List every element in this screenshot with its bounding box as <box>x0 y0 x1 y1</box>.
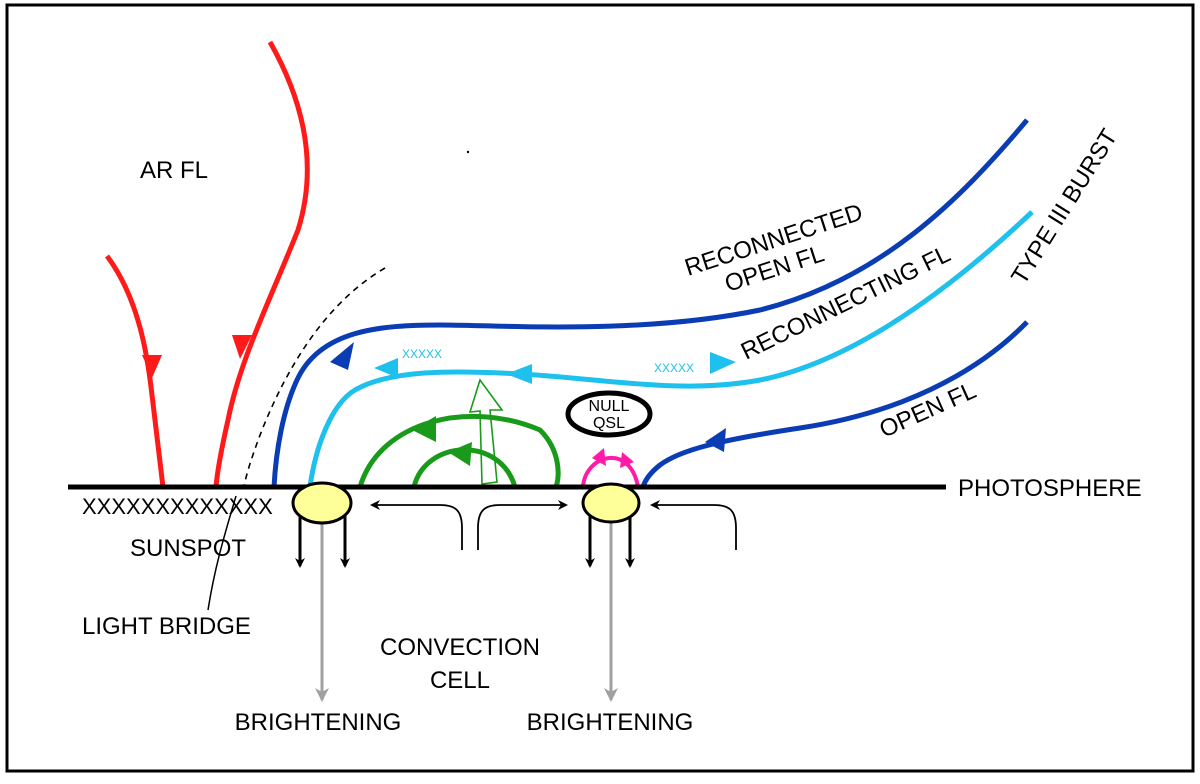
convection-label-line1: CONVECTION <box>380 634 540 661</box>
ar-fl-label: AR FL <box>140 157 208 184</box>
green-loop-outer-arrow <box>412 416 436 442</box>
ar-field-arrow-right <box>232 335 252 359</box>
ar-field-line-right <box>213 40 310 488</box>
sunspot-crosses: XXXXXXXXXXXXX <box>82 494 273 519</box>
brightening-label-left: BRIGHTENING <box>235 709 402 736</box>
green-loop-outer <box>357 413 561 488</box>
ar-field-line-left <box>104 254 166 488</box>
reconnecting-arrow-center <box>506 364 532 384</box>
dashed-separatrix <box>243 267 386 488</box>
type-iii-burst-label: TYPE III BURST <box>1006 124 1123 289</box>
hollow-upward-arrow <box>468 378 504 485</box>
footpoint-right <box>581 482 641 524</box>
convection-flow-left <box>370 500 463 550</box>
light-bridge-label: LIGHT BRIDGE <box>82 613 251 640</box>
reconnecting-arrow-left <box>374 358 398 378</box>
convection-flow-far-right <box>650 500 737 550</box>
open-field-line <box>640 320 1029 488</box>
null-small-loop <box>581 456 640 488</box>
reconnecting-arrow-right <box>710 352 736 374</box>
light-bridge-pointer <box>207 495 237 611</box>
ar-field-arrow-left <box>142 355 162 378</box>
open-field-arrow <box>705 428 726 452</box>
null-loop-arrow-left <box>592 448 606 466</box>
frame-border <box>5 3 1195 773</box>
null-label: NULL <box>589 398 630 415</box>
null-qsl-ellipse <box>565 390 653 438</box>
open-fl-label: OPEN FL <box>875 377 980 443</box>
qsl-label: QSL <box>593 415 625 432</box>
convection-label-line2: CELL <box>430 667 490 694</box>
sunspot-label: SUNSPOT <box>130 535 246 562</box>
green-loop-inner-arrow <box>448 442 472 466</box>
x-marks-right: XXXXX <box>654 361 694 375</box>
footpoint-left <box>291 481 353 525</box>
convection-flow-right <box>477 500 568 550</box>
x-marks-left: XXXXX <box>402 347 442 361</box>
stray-dot <box>466 150 470 154</box>
reconnected-field-arrow <box>330 342 354 370</box>
reconnected-open-field-line <box>271 118 1029 488</box>
photosphere-label: PHOTOSPHERE <box>958 475 1142 502</box>
reconnecting-field-line <box>307 210 1034 488</box>
null-loop-arrow-right <box>620 452 634 468</box>
brightening-label-right: BRIGHTENING <box>527 709 694 736</box>
